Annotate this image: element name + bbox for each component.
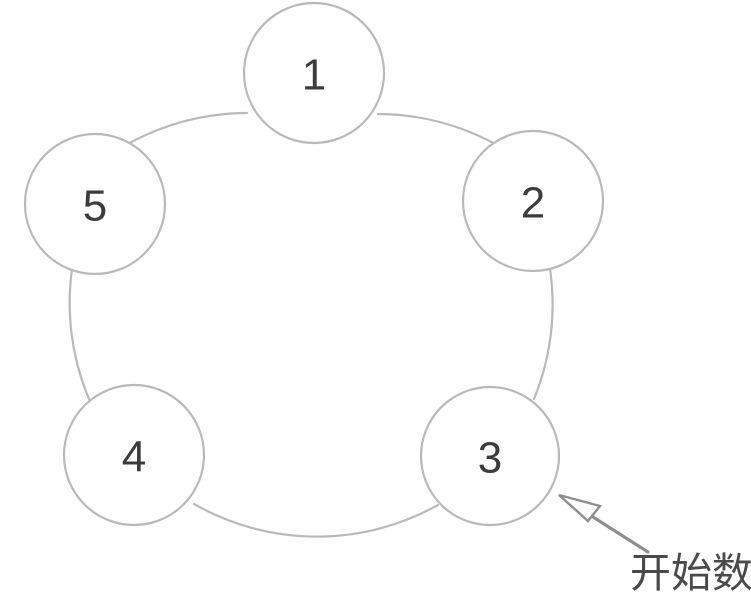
node-4[interactable]: 4 [62,383,206,527]
node-4-circle[interactable] [62,383,206,527]
node-1-label: 1 [302,51,326,100]
edge-5-to-1 [124,111,249,147]
node-3[interactable]: 3 [419,385,561,527]
node-5[interactable]: 5 [23,132,167,276]
node-3-label: 3 [478,434,502,483]
arrow-shaft [591,515,650,554]
annotation-arrow [558,493,650,554]
node-3-circle[interactable] [419,385,561,527]
node-group: 1 2 3 4 5 [23,1,605,527]
node-1[interactable]: 1 [242,1,386,145]
node-5-circle[interactable] [23,132,167,276]
arrow-head-icon [558,493,603,523]
node-2-circle[interactable] [461,129,605,273]
edge-group [68,111,554,538]
edge-1-to-2 [376,112,499,147]
edge-4-to-5 [68,267,91,401]
edge-3-to-4 [192,502,440,538]
node-2[interactable]: 2 [461,129,605,273]
edge-2-to-3 [532,267,554,401]
node-4-label: 4 [122,433,146,482]
node-2-label: 2 [521,179,545,228]
node-1-circle[interactable] [242,1,386,145]
node-5-label: 5 [83,182,107,231]
annotation-label: 开始数 [630,549,751,597]
